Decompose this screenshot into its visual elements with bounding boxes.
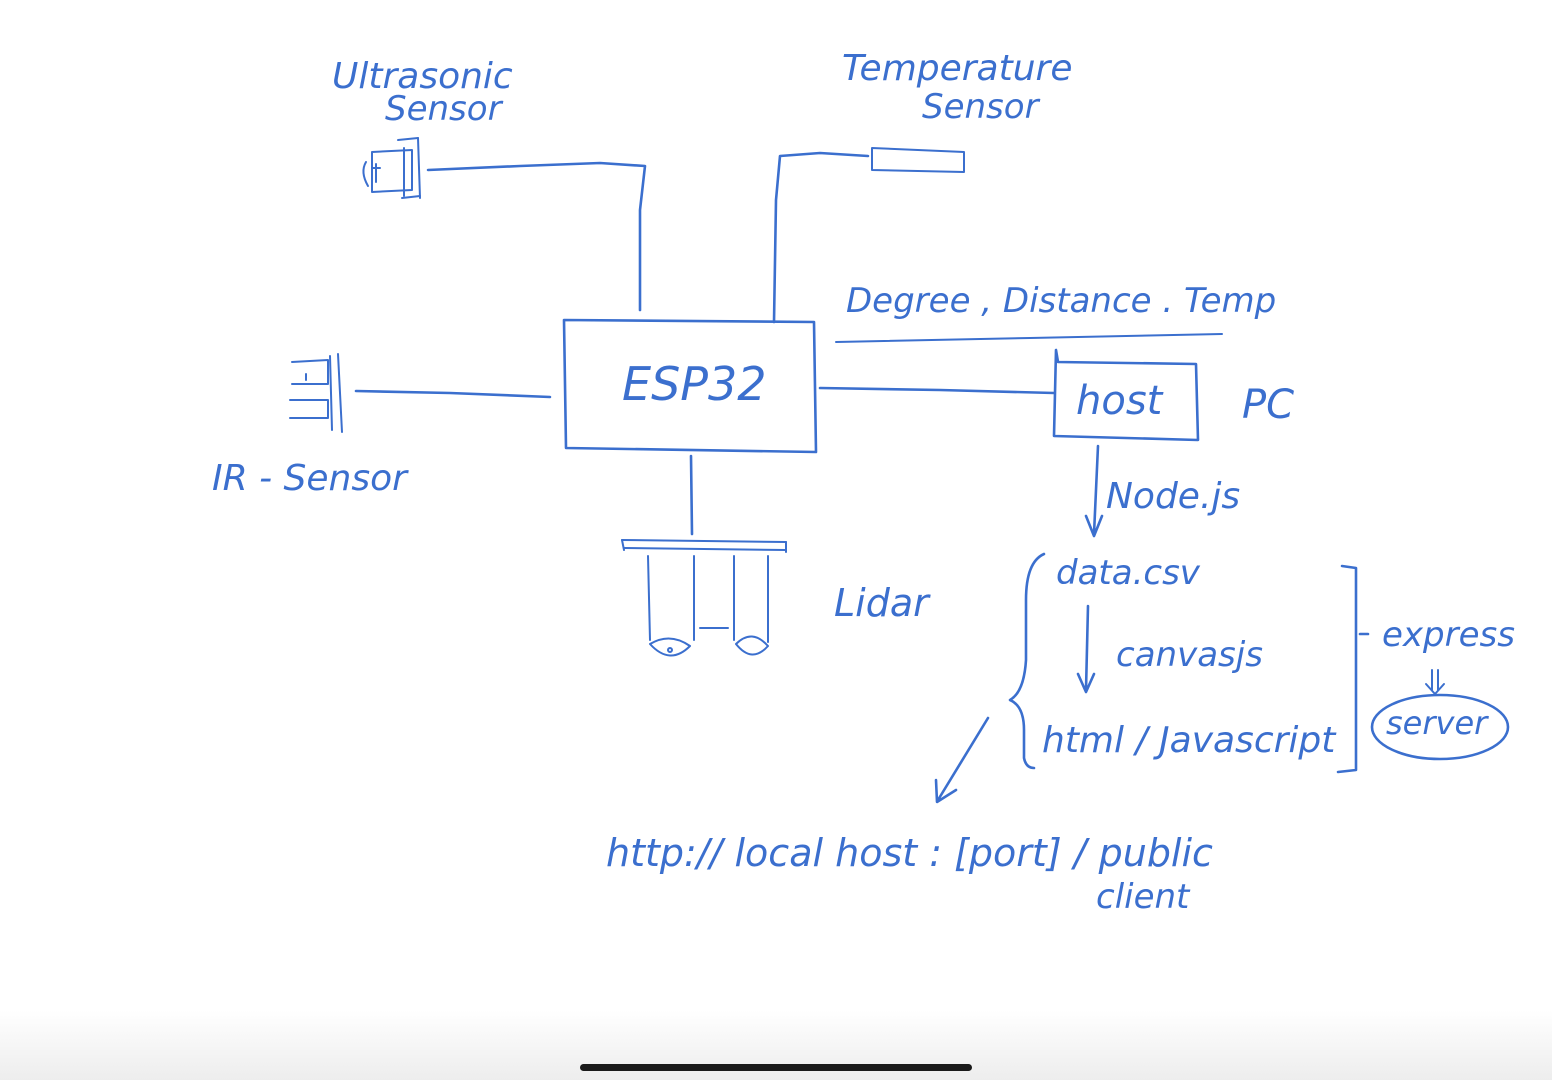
lidar-wire <box>689 454 694 536</box>
data-fields-underline <box>835 333 1223 343</box>
host-label: host <box>1076 378 1164 424</box>
server-label: server <box>1386 704 1489 742</box>
data-csv-label: data.csv <box>1056 553 1201 593</box>
data-fields-label: Degree , Distance . Temp <box>846 281 1276 321</box>
temperature-label-line2: Sensor <box>922 87 1041 127</box>
express-label: express <box>1382 615 1515 655</box>
ultrasonic-sensor-icon <box>362 137 421 199</box>
server-ellipse <box>1370 693 1510 761</box>
pc-label: PC <box>1242 382 1294 428</box>
ir-sensor-label: IR - Sensor <box>212 458 409 499</box>
esp32-box <box>562 318 818 454</box>
ir-wire <box>354 389 552 399</box>
ultrasonic-label-line2: Sensor <box>385 89 504 129</box>
url-label: http:// local host : [port] / public <box>606 831 1213 875</box>
ir-sensor-icon <box>289 353 343 433</box>
ultrasonic-wire <box>426 161 647 312</box>
home-indicator[interactable] <box>580 1064 972 1071</box>
client-label: client <box>1096 877 1191 917</box>
lidar-label: Lidar <box>834 581 931 625</box>
url-arrow <box>934 716 990 804</box>
canvasjs-label: canvasjs <box>1116 635 1263 675</box>
temperature-label-line1: Temperature <box>842 48 1073 89</box>
nodejs-arrow <box>1084 444 1104 538</box>
express-arrow <box>1425 669 1445 695</box>
esp32-host-wire <box>818 386 1056 395</box>
lidar-icon <box>621 539 787 657</box>
ultrasonic-label-line1: Ultrasonic <box>332 56 513 97</box>
html-js-label: html / Javascript <box>1042 720 1337 761</box>
host-box <box>1052 348 1200 442</box>
right-bracket <box>1336 564 1358 774</box>
nodejs-label: Node.js <box>1106 476 1240 517</box>
temperature-wire <box>772 151 870 324</box>
left-brace <box>1008 552 1046 770</box>
esp32-label: ESP32 <box>622 357 767 411</box>
canvasjs-arrow <box>1076 604 1096 694</box>
temperature-sensor-icon <box>871 147 965 173</box>
